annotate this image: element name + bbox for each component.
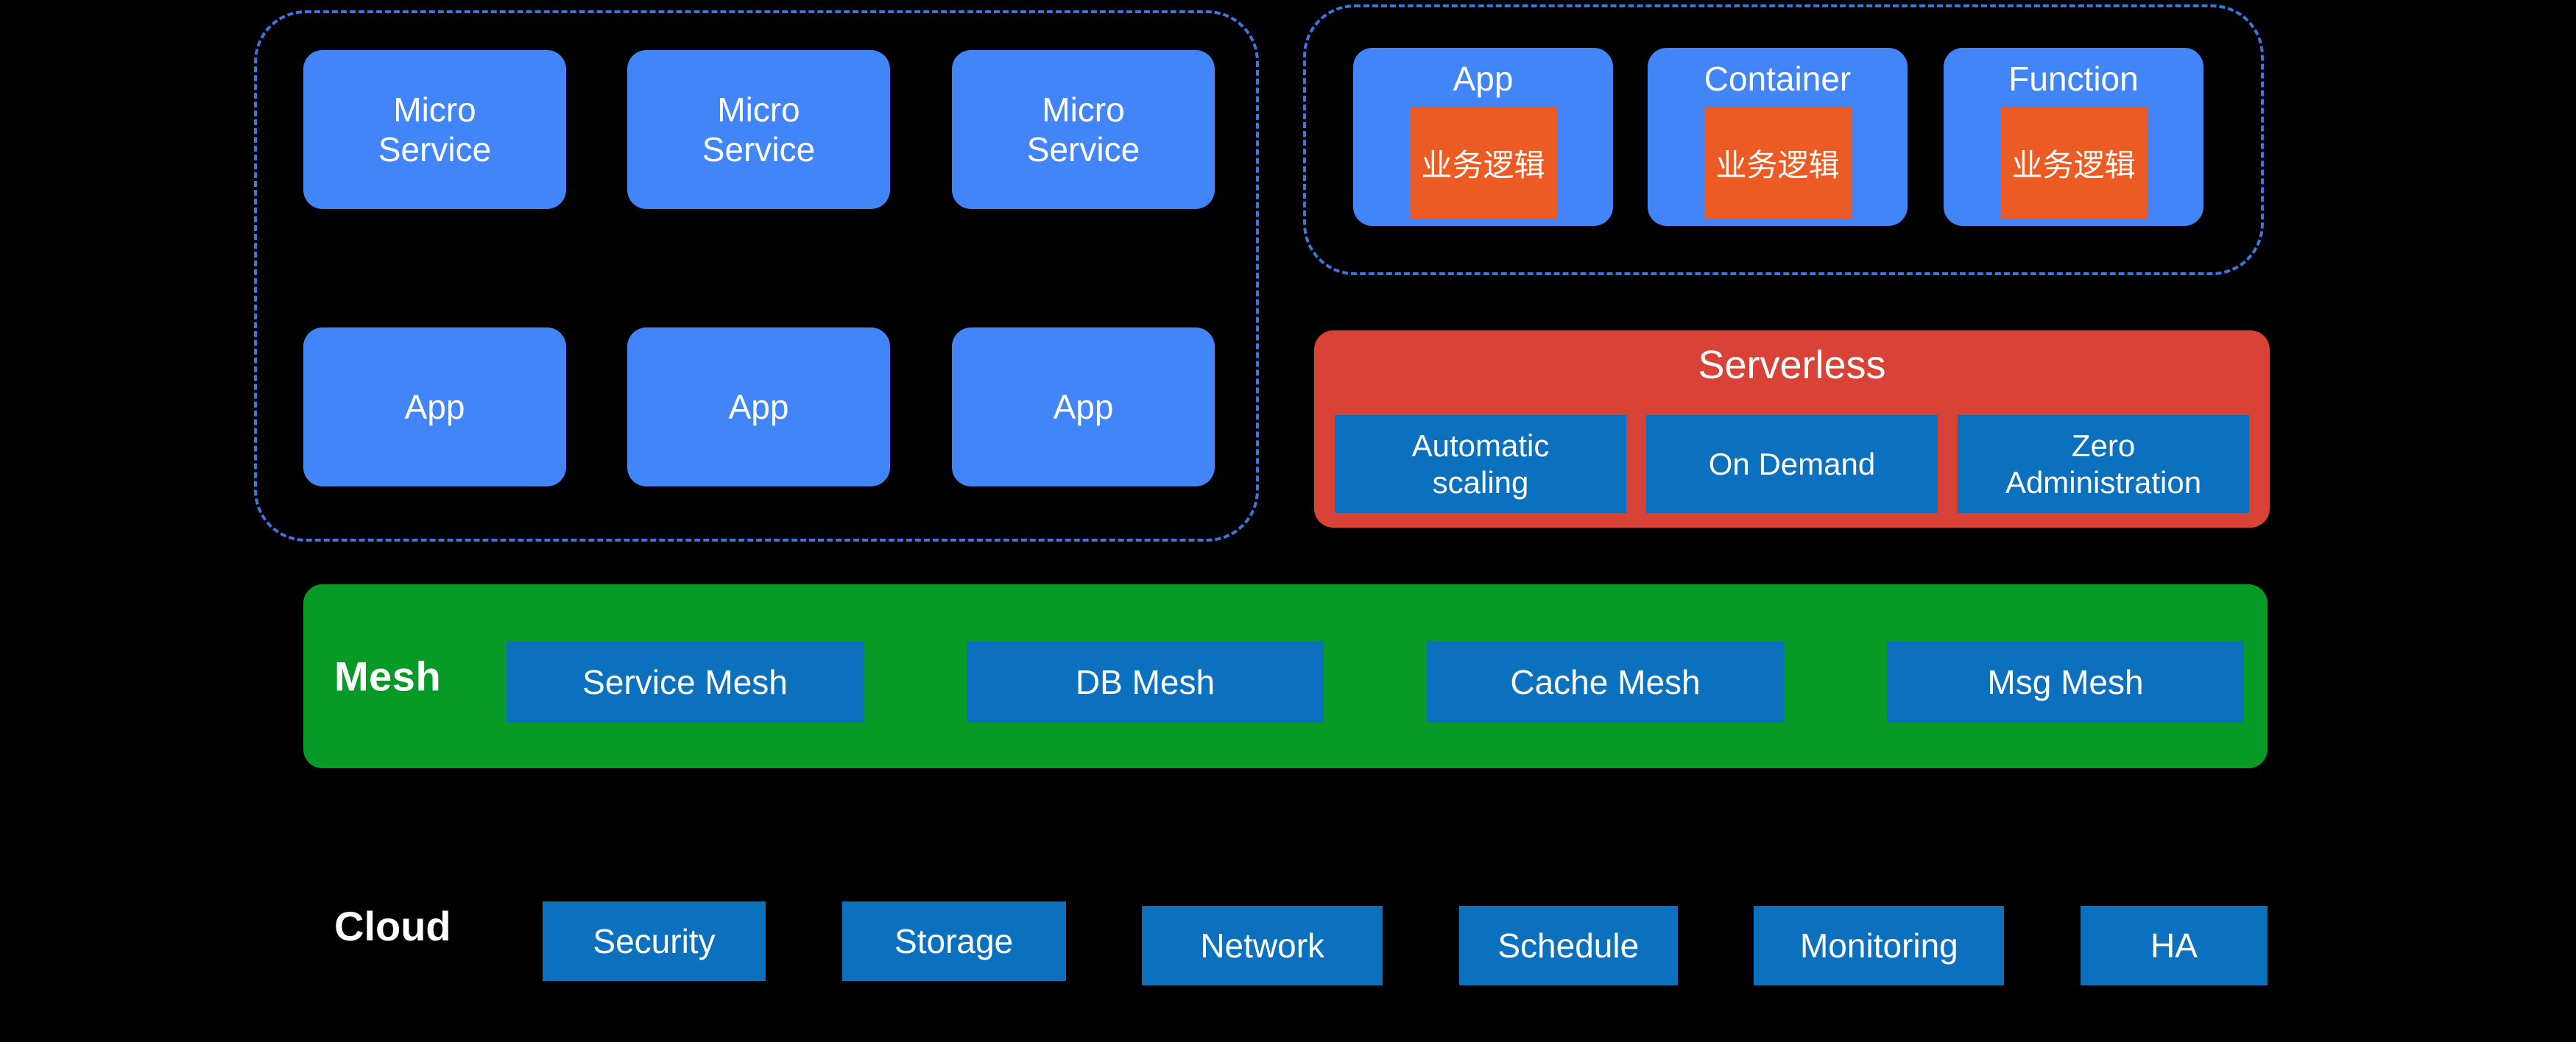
serverless-feature-chip[interactable]: Automatic scaling bbox=[1335, 415, 1626, 513]
micro-service-label-line2: Service bbox=[1026, 130, 1140, 169]
micro-service-label-line1: Micro bbox=[1042, 90, 1125, 129]
runtimes-dashed-group bbox=[1303, 4, 2264, 275]
workloads-dashed-group bbox=[254, 10, 1259, 542]
serverless-feature-line1: Automatic bbox=[1411, 428, 1550, 463]
mesh-chip-service-mesh[interactable]: Service Mesh bbox=[507, 641, 864, 723]
runtime-card-title: Container bbox=[1704, 60, 1852, 98]
serverless-feature-chip[interactable]: Zero Administration bbox=[1958, 415, 2249, 513]
micro-service-card[interactable]: Micro Service bbox=[627, 50, 890, 209]
cloud-layer-row: Cloud Security Storage Network Schedule … bbox=[303, 892, 2268, 995]
business-logic-chip: 业务逻辑 bbox=[1704, 107, 1852, 219]
cloud-chip-security[interactable]: Security bbox=[543, 901, 766, 981]
serverless-feature-list: Automatic scaling On Demand Zero Adminis… bbox=[1335, 415, 2249, 513]
serverless-feature-line1: Zero bbox=[2071, 428, 2136, 463]
cloud-chip-schedule[interactable]: Schedule bbox=[1458, 906, 1678, 985]
serverless-feature-chip[interactable]: On Demand bbox=[1646, 415, 1938, 513]
runtime-card-title: App bbox=[1453, 60, 1514, 98]
serverless-panel: Serverless Automatic scaling On Demand Z… bbox=[1314, 330, 2270, 528]
runtime-card-function[interactable]: Function 业务逻辑 bbox=[1944, 48, 2203, 226]
serverless-feature-line1: On Demand bbox=[1708, 446, 1876, 481]
cloud-chip-list: Security Storage Network Schedule Monito… bbox=[543, 901, 2268, 985]
app-card-label: App bbox=[404, 387, 465, 426]
serverless-title: Serverless bbox=[1698, 343, 1886, 387]
app-card[interactable]: App bbox=[303, 327, 566, 486]
micro-service-label-line1: Micro bbox=[393, 90, 476, 129]
app-card[interactable]: App bbox=[627, 327, 890, 486]
mesh-chip-list: Service Mesh DB Mesh Cache Mesh Msg Mesh bbox=[507, 641, 2244, 723]
micro-service-label-line2: Service bbox=[702, 130, 816, 169]
app-card[interactable]: App bbox=[952, 327, 1215, 486]
cloud-chip-ha[interactable]: HA bbox=[2080, 906, 2268, 985]
runtime-card-title: Function bbox=[2008, 60, 2139, 98]
mesh-layer-label: Mesh bbox=[334, 653, 442, 700]
micro-service-card[interactable]: Micro Service bbox=[952, 50, 1215, 209]
micro-service-label-line2: Service bbox=[378, 130, 492, 169]
serverless-feature-line2: Administration bbox=[2005, 464, 2202, 500]
mesh-chip-db-mesh[interactable]: DB Mesh bbox=[967, 641, 1324, 723]
cloud-chip-storage[interactable]: Storage bbox=[841, 901, 1066, 981]
micro-service-label-line1: Micro bbox=[717, 90, 800, 129]
serverless-feature-line2: scaling bbox=[1432, 464, 1529, 500]
app-card-label: App bbox=[728, 387, 789, 426]
mesh-chip-cache-mesh[interactable]: Cache Mesh bbox=[1427, 641, 1784, 723]
cloud-layer-label: Cloud bbox=[334, 903, 451, 949]
app-card-label: App bbox=[1053, 387, 1114, 426]
cloud-chip-monitoring[interactable]: Monitoring bbox=[1754, 906, 2005, 985]
mesh-layer-bar: Mesh Service Mesh DB Mesh Cache Mesh Msg… bbox=[303, 584, 2268, 768]
cloud-chip-network[interactable]: Network bbox=[1142, 906, 1383, 985]
mesh-chip-msg-mesh[interactable]: Msg Mesh bbox=[1887, 641, 2244, 723]
runtime-card-container[interactable]: Container 业务逻辑 bbox=[1648, 48, 1908, 226]
runtime-card-app[interactable]: App 业务逻辑 bbox=[1353, 48, 1613, 226]
micro-service-card[interactable]: Micro Service bbox=[303, 50, 566, 209]
business-logic-chip: 业务逻辑 bbox=[1409, 107, 1557, 219]
business-logic-chip: 业务逻辑 bbox=[2000, 107, 2148, 219]
